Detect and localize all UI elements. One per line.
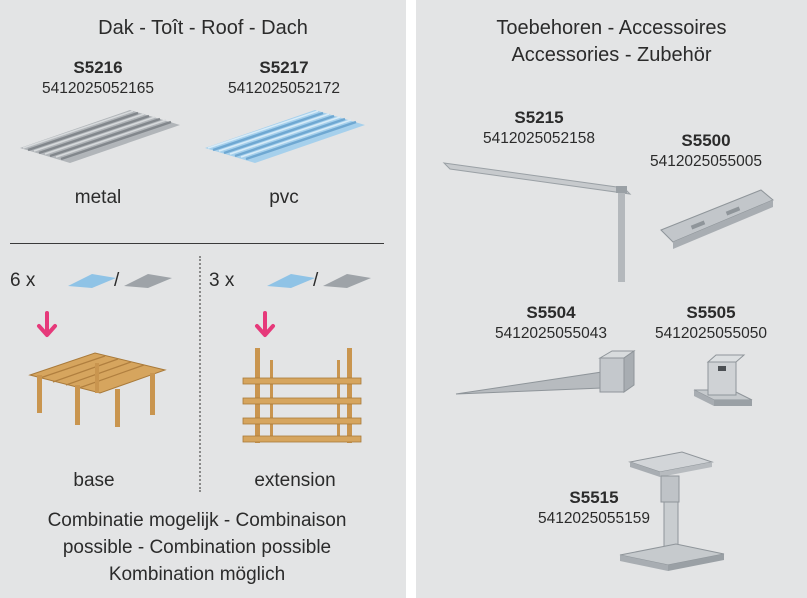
product-code: S5504 — [526, 303, 576, 322]
product-code: S5216 — [73, 58, 123, 77]
material-label: pvc — [269, 187, 299, 208]
product-code: S5505 — [686, 303, 736, 322]
arrow-down-icon — [255, 311, 275, 337]
product-code: S5217 — [259, 58, 309, 77]
sheet-separator: / — [313, 270, 319, 291]
roof-title: Dak - Toît - Roof - Dach — [98, 17, 308, 39]
combo-label: base — [73, 470, 115, 491]
roof-panel: Dak - Toît - Roof - Dach S5216 541202505… — [0, 0, 406, 598]
accessories-panel: Toebehoren - Accessoires Accessories - Z… — [416, 0, 807, 598]
product-ean: 5412025055050 — [654, 325, 768, 342]
pvc-sheet-icon — [267, 274, 315, 288]
product-ean: 5412025052165 — [41, 80, 155, 97]
product-ean: 5412025055159 — [537, 510, 651, 527]
connector-plate-image — [660, 189, 774, 249]
metal-roof-sheet-image — [20, 110, 180, 163]
material-label: metal — [74, 187, 122, 208]
arrow-down-icon — [37, 311, 57, 337]
pvc-sheet-icon — [68, 274, 116, 288]
ground-anchor-image — [455, 350, 636, 395]
product-code: S5215 — [514, 108, 564, 127]
sheet-count: 6 x — [10, 270, 36, 291]
product-ean: 5412025055043 — [494, 325, 608, 342]
product-ean: 5412025052172 — [227, 80, 341, 97]
carport-extension-image — [242, 348, 362, 443]
sheet-separator: / — [114, 270, 120, 291]
product-ean: 5412025055005 — [649, 153, 763, 170]
metal-sheet-icon — [124, 274, 172, 288]
accessories-title: Accessories - Zubehör — [511, 44, 712, 66]
adjustable-post-support-image — [619, 451, 725, 571]
combination-note: possible - Combination possible — [62, 537, 332, 558]
section-divider — [10, 243, 384, 244]
carport-base-image — [28, 352, 167, 427]
combo-divider — [199, 256, 201, 492]
sheet-count: 3 x — [209, 270, 235, 291]
gutter-image — [442, 162, 632, 282]
combination-note: Combinatie mogelijk - Combinaison — [47, 510, 347, 531]
pvc-roof-sheet-image — [205, 110, 365, 163]
accessories-title: Toebehoren - Accessoires — [496, 17, 727, 39]
product-ean: 5412025052158 — [482, 130, 596, 147]
product-code: S5500 — [681, 131, 731, 150]
metal-sheet-icon — [323, 274, 371, 288]
combo-label: extension — [254, 470, 336, 491]
combination-note: Kombination möglich — [108, 564, 286, 585]
post-base-image — [693, 354, 753, 406]
product-code: S5515 — [569, 488, 619, 507]
